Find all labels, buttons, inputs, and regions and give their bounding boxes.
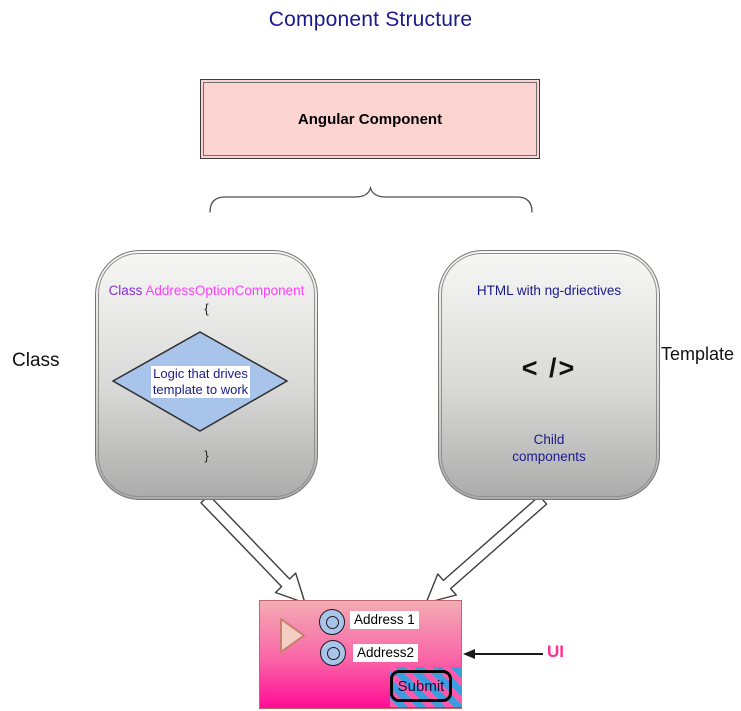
template-to-ui-arrow — [425, 495, 548, 604]
class-to-ui-arrow — [200, 494, 306, 604]
child-line-2: components — [512, 449, 586, 464]
logic-line-2: template to work — [150, 382, 251, 398]
class-name: AddressOptionComponent — [145, 283, 305, 298]
open-brace: { — [204, 301, 209, 316]
address2-label: Address2 — [353, 644, 419, 662]
angular-component-box: Angular Component — [200, 79, 540, 159]
child-line-1: Child — [533, 432, 565, 447]
submit-button[interactable]: Submit — [390, 670, 452, 702]
ui-box: Address 1 Address2 Submit — [259, 600, 462, 709]
address1-label: Address 1 — [350, 611, 419, 629]
class-keyword: Class — [108, 283, 143, 298]
template-side-label: Template — [661, 344, 735, 364]
child-components-text: Child components — [439, 431, 659, 465]
submit-stripe-backdrop: Submit — [390, 667, 462, 707]
logic-diamond-text: Logic that drives template to work — [130, 366, 271, 398]
ui-pointer-arrow — [463, 649, 543, 659]
radio-inner-circle — [326, 646, 340, 660]
radio-button-address2[interactable] — [320, 640, 346, 666]
play-icon — [280, 618, 305, 653]
curly-brace — [209, 185, 533, 213]
code-tag-icon: < /> — [521, 353, 577, 383]
template-box: HTML with ng-driectives < /> Child compo… — [438, 250, 660, 500]
radio-inner-circle — [325, 615, 339, 629]
template-box-header: HTML with ng-driectives — [476, 283, 622, 298]
angular-component-label: Angular Component — [297, 110, 443, 128]
class-side-label: Class — [12, 350, 60, 371]
logic-line-1: Logic that drives — [151, 366, 250, 382]
class-box-header: Class AddressOptionComponent — [96, 283, 317, 298]
page-title: Component Structure — [268, 8, 473, 31]
radio-button-address1[interactable] — [319, 609, 345, 635]
ui-pointer-label: UI — [547, 642, 564, 661]
close-brace: } — [204, 448, 209, 463]
